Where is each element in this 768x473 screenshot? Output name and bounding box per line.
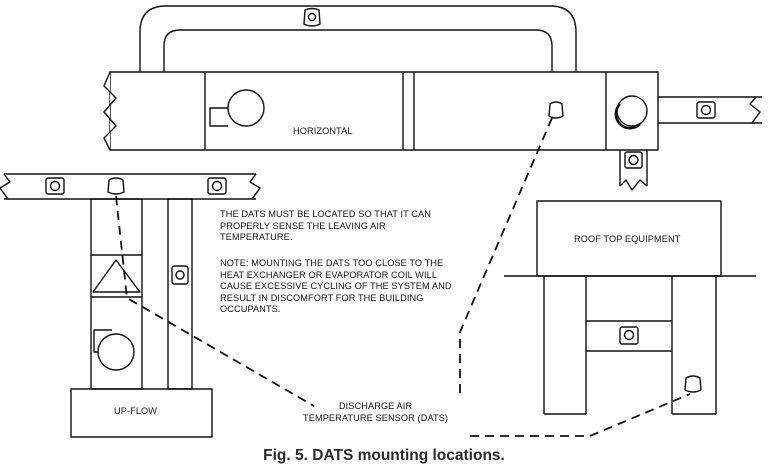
note-location: THE DATS MUST BE LOCATED SO THAT IT CAN … <box>220 209 431 243</box>
leader-rooftop <box>470 393 691 437</box>
label-upflow: UP-FLOW <box>114 406 158 416</box>
upflow-coil <box>92 259 141 293</box>
label-horizontal: HORIZONTAL <box>293 126 353 136</box>
upflow-blower <box>97 333 135 371</box>
label-dats: DISCHARGE AIR TEMPERATURE SENSOR (DATS) <box>303 401 449 423</box>
leader-horizontal <box>459 117 553 394</box>
horizontal-blower <box>227 89 265 127</box>
leader-lines <box>115 117 691 437</box>
leader-upflow <box>115 195 315 407</box>
return-duct-loop <box>139 5 577 72</box>
return-duct-loop-inner <box>163 29 553 72</box>
sensor-down-duct <box>624 151 643 169</box>
sensor-rooftop-duct <box>619 326 639 345</box>
horizontal-casing <box>109 71 659 151</box>
sensor-upflow-left <box>45 177 65 195</box>
figure-caption: Fig. 5. DATS mounting locations. <box>263 447 505 464</box>
upflow-cabinet <box>90 198 143 390</box>
upflow-return <box>167 198 193 390</box>
sensor-upflow-duct <box>107 177 125 195</box>
horizontal-outlet-fan <box>616 95 648 127</box>
sensor-rooftop-return <box>684 375 702 393</box>
sensor-right-duct <box>696 101 716 119</box>
sensor-top-loop <box>303 7 321 27</box>
sensor-upflow-right <box>207 177 227 195</box>
upflow-base <box>70 388 213 438</box>
break-line-left <box>103 71 117 151</box>
sensor-upflow-return <box>171 265 189 285</box>
sensor-horizontal-unit <box>548 101 564 119</box>
rooftop-unit <box>504 200 756 415</box>
note-caution: NOTE: MOUNTING THE DATS TOO CLOSE TO THE… <box>220 258 452 315</box>
upflow-unit <box>0 173 261 438</box>
horizontal-unit <box>103 5 762 191</box>
label-rooftop: ROOF TOP EQUIPMENT <box>574 234 681 244</box>
